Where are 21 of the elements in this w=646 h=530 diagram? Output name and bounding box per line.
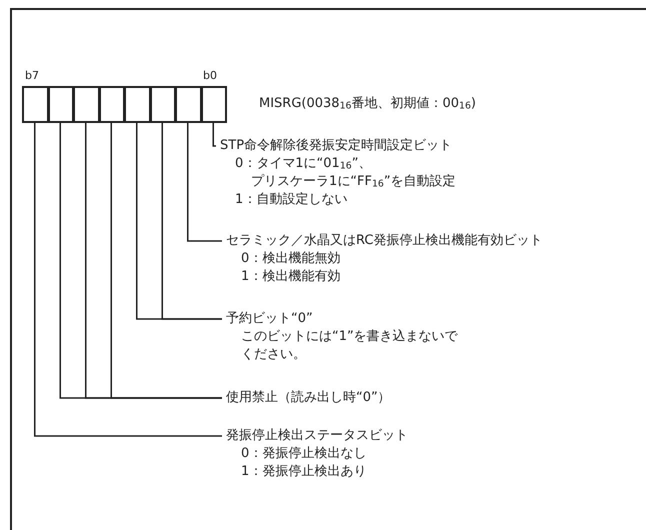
bit-description: 予約ビット“0” このビットには“1”を書き込まないでください。 (222, 310, 463, 364)
bit-description: セラミック／水晶又はRC発振停止検出機能有効ビット 0：検出機能無効 1：検出機能有効 (222, 232, 542, 286)
register-label: MISRG(0038$_{16}$番地、初期値：00$_{16}$) (259, 96, 476, 112)
leader-line (34, 123, 222, 437)
leader-line (110, 123, 222, 399)
bit-cell (175, 86, 202, 123)
bit-label: b0 (203, 68, 217, 84)
bit-description: 使用禁止（読み出し時“0”） (222, 389, 391, 407)
bit-description: STP命令解除後発振安定時間設定ビット 0：タイマ1に“01$_{16}$”、プリスケーラ1に“FF$_{16}$”を自動設定 1：自動設定しない (216, 137, 456, 209)
leader-line (162, 123, 222, 320)
bit-cell (22, 86, 48, 123)
bit-description: 発振停止検出ステータスビット 0：発振停止検出なし 1：発振停止検出あり (222, 427, 408, 481)
leader-line (187, 123, 222, 242)
bit-cell (73, 86, 100, 123)
bit-label: b7 (25, 68, 39, 84)
bit-cell (48, 86, 74, 123)
bit-cell (124, 86, 150, 123)
bit-cell (98, 86, 125, 123)
bit-cell (150, 86, 176, 123)
bit-cell (200, 86, 227, 123)
leader-line (212, 123, 216, 147)
